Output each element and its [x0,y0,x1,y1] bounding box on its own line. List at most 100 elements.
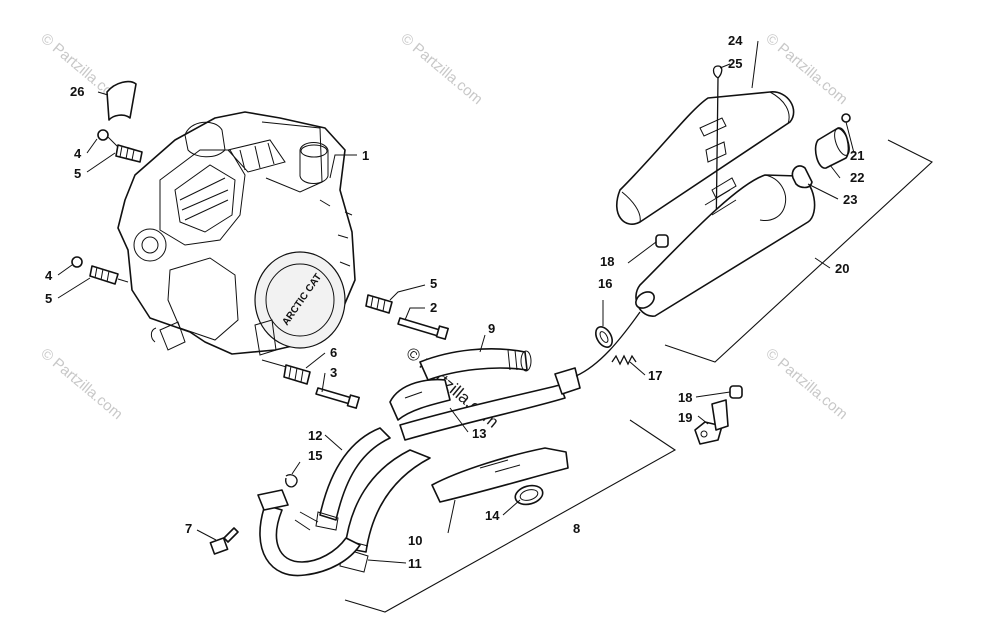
stud-5-lower-threads [94,266,110,283]
callout-8: 8 [573,521,580,536]
bracket-19 [694,399,729,445]
header-u-pipe-seam [294,511,319,531]
callout-22: 22 [850,170,864,185]
grommet-18-upper [655,234,669,248]
leader-21 [845,121,855,154]
spring-17 [611,354,637,366]
callout-14: 14 [485,508,500,523]
leader-2 [404,307,425,321]
leader-23 [807,183,839,200]
leader-9 [479,334,486,353]
leader-25 [719,63,731,69]
pipe-shield-13 [389,378,451,421]
engine-intake [227,139,286,173]
nut-4-upper [97,129,109,141]
spark-arrestor-21 [814,127,850,169]
callout-13: 13 [472,426,486,441]
leader-5-lower [57,277,91,299]
callout-10: 10 [408,533,422,548]
callout-11: 11 [408,556,422,571]
callout-15: 15 [308,448,322,463]
pipe-shield-10-body [431,447,569,503]
engine-shaft [299,142,329,184]
leader-26 [97,91,109,96]
muffler-slot [711,177,737,199]
muffler-inlet [635,291,655,309]
engine-lower-case [167,257,239,341]
leader-12 [324,434,343,451]
mid-pipe-9-body [419,348,528,381]
mid-pipe-9-band [507,349,518,371]
head-pipe-long [399,311,641,441]
leader-6 [305,352,326,369]
header-u-pipe-body [259,504,361,577]
leader-20 [814,257,831,269]
nut-4-lower [71,256,83,268]
watermark-top-center: © Partzilla.com [397,30,485,108]
stud-5-right-threads [370,295,386,312]
engine-valve-cover [174,164,236,233]
mid-pipe-9 [419,348,532,381]
engine-assembly: ARCTIC CAT [117,111,356,356]
head-pipe-long-flange [554,367,581,395]
pipe-shield-13-slot [404,391,423,399]
bracket-19-tab [711,399,729,431]
grommet-18-lower [729,385,743,399]
engine-side-bolts [319,199,353,267]
pipe-shield-10 [431,447,569,503]
stud-5-upper-leader [107,136,119,148]
leader-11 [367,559,407,564]
engine-shaft-end [300,144,328,158]
bolt-3-head [346,394,360,409]
engine-oil-filter [133,228,167,262]
gasket-23 [791,165,813,189]
callout-19: 19 [678,410,692,425]
callout-20: 20 [835,261,849,276]
leader-3 [321,372,326,393]
rear-pipe-12-body [319,427,391,521]
leader-4-lower [57,264,73,276]
callout-5-lower: 5 [45,291,52,306]
header-u-pipe [257,489,361,577]
muffler-end-cap [759,174,787,221]
front-pipe-11-body [344,449,431,553]
bolt-3 [315,387,353,405]
leader-24 [751,40,759,89]
stud-5-lower [89,265,119,285]
callout-5-right: 5 [430,276,437,291]
leader-22 [829,164,841,179]
pipe-shield-10-slot [479,459,521,473]
heat-shield-slot [699,117,727,137]
bracket-line-20 [664,139,933,363]
heat-shield-curl [621,91,790,223]
callout-16: 16 [598,276,612,291]
callout-18-upper: 18 [600,254,614,269]
callout-3: 3 [330,365,337,380]
engine-clutch-cover [254,251,346,349]
engine-head-fins [179,177,229,221]
stud-and-nut-upper [97,129,143,163]
bracket-line-8 [344,419,677,613]
callout-4-upper: 4 [74,146,82,161]
stud-5-right-and-bolt-2 [365,294,449,340]
heat-shield-body [615,91,795,225]
leader-4-upper [86,138,98,154]
heat-shield-tab [705,141,727,163]
bolt-7-shaft [223,527,239,543]
callout-18-lower: 18 [678,390,692,405]
bolt-7-head [209,537,229,555]
callout-5-upper: 5 [74,166,81,181]
gasket-15 [285,474,298,488]
leader-17 [629,361,646,376]
engine-pipe-stub [254,319,277,356]
leader-5-right [389,284,426,301]
leader-18-lower [695,391,731,398]
callout-24: 24 [728,33,743,48]
engine-top-cylinder [184,121,226,158]
gasket-16 [595,326,613,348]
clamp-14 [514,484,544,506]
engine-cylinder-head [159,149,246,246]
leader-1 [329,154,357,179]
pipe-shield-13-body [389,378,451,421]
spark-arrestor-group [791,113,851,189]
